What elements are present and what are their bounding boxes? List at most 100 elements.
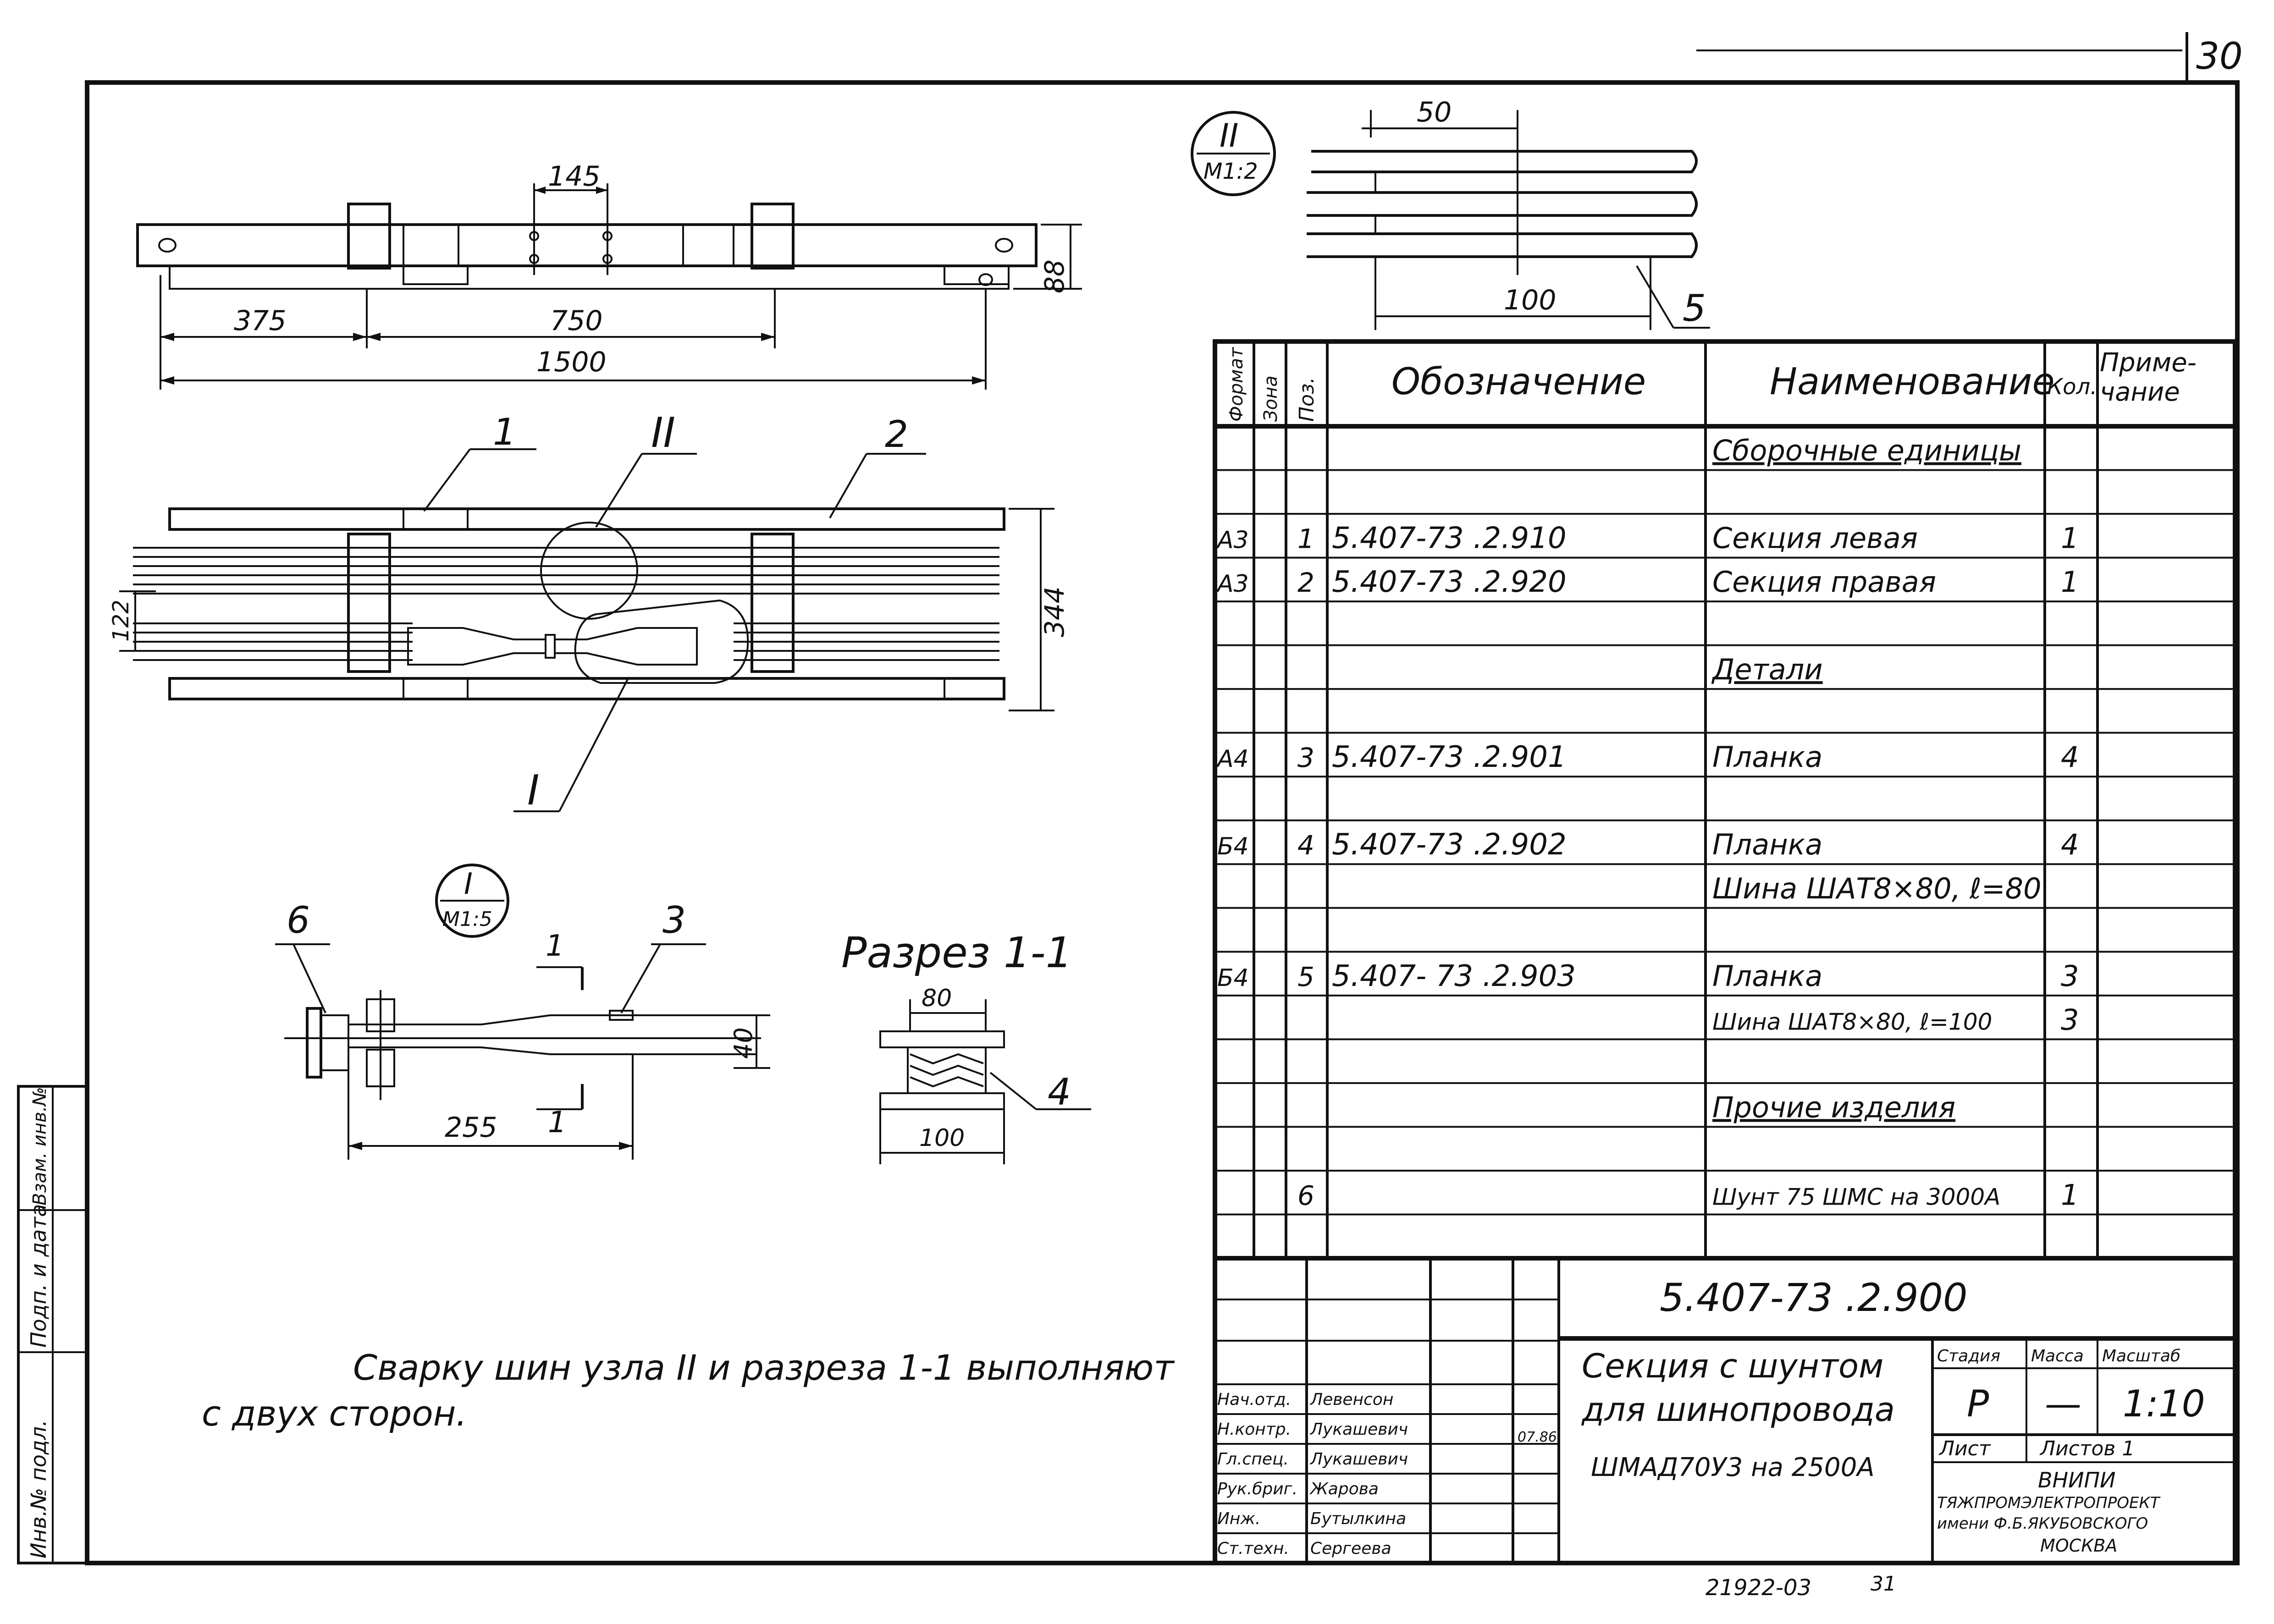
sheet-ref: 31 <box>1871 1572 1896 1596</box>
mass-value: — <box>2045 1382 2081 1425</box>
detail-I-label: I <box>464 867 473 901</box>
dim-80: 80 <box>922 985 952 1012</box>
sheet-frame: 30 <box>85 32 2243 1565</box>
side-stamp-replace: Взам. инв.№ <box>29 1087 50 1206</box>
header-qty: Кол. <box>2047 374 2097 400</box>
detail-II: II M1:2 50 100 5 <box>1191 96 1710 330</box>
header-zone: Зона <box>1260 375 1281 422</box>
callout-2-plan: 2 <box>885 413 908 456</box>
role-name: Жарова <box>1309 1480 1379 1498</box>
row-pos: 1 <box>1297 523 1314 555</box>
row-qty: 1 <box>2061 522 2079 555</box>
org-line4: МОСКВА <box>2040 1536 2117 1556</box>
sheets-label: Листов 1 <box>2039 1437 2135 1460</box>
row-pos: 6 <box>1297 1180 1314 1211</box>
role-title: Ст.техн. <box>1217 1539 1289 1558</box>
role-name: Сергеева <box>1310 1539 1391 1558</box>
row-name: Шина ШАТ8×80, ℓ=80 <box>1712 872 2042 905</box>
row-qty: 3 <box>2061 1003 2079 1036</box>
row-name: Планка <box>1712 959 1822 993</box>
row-name: Планка <box>1712 828 1822 861</box>
dim-375: 375 <box>234 305 287 337</box>
approval-roles: Нач.отд.ЛевенсонН.контр.ЛукашевичГл.спец… <box>1217 1390 1408 1558</box>
dim-750: 750 <box>550 305 603 337</box>
row-format: А3 <box>1216 527 1249 554</box>
note-line1: Сварку шин узла II и разреза 1-1 выполня… <box>353 1347 1175 1388</box>
row-name: Шунт 75 ШМС на 3000А <box>1712 1184 2000 1210</box>
row-format: Б4 <box>1217 833 1249 860</box>
row-format: А3 <box>1216 570 1249 598</box>
row-name: Прочие изделия <box>1712 1090 1955 1124</box>
scale-label: Масштаб <box>2102 1347 2180 1365</box>
detail-I: I M1:5 6 3 1 1 40 255 <box>275 864 770 1160</box>
row-name: Шина ШАТ8×80, ℓ=100 <box>1712 1008 1993 1035</box>
role-name: Лукашевич <box>1309 1450 1408 1469</box>
page-number: 30 <box>2196 35 2243 77</box>
callout-II-plan: II <box>651 409 675 457</box>
role-title: Гл.спец. <box>1217 1450 1289 1469</box>
row-designation: 5.407- 73 .2.903 <box>1332 959 1576 993</box>
row-format: А4 <box>1216 745 1249 773</box>
detail-I-scale: M1:5 <box>442 908 492 931</box>
header-pos: Поз. <box>1295 377 1319 422</box>
row-pos: 3 <box>1297 742 1314 773</box>
role-name: Бутылкина <box>1310 1509 1406 1528</box>
title-line1: Секция с шунтом <box>1582 1347 1883 1385</box>
dim-344: 344 <box>1039 586 1070 637</box>
title-block: 5.407-73 .2.900 Секция с шунтом для шино… <box>1213 1256 2237 1565</box>
row-format: Б4 <box>1217 964 1249 992</box>
archive-number: 21922-03 <box>1706 1575 1811 1601</box>
sheet-label: Лист <box>1938 1437 1991 1460</box>
row-designation: 5.407-73 .2.920 <box>1332 565 1567 599</box>
row-designation: 5.407-73 .2.901 <box>1332 740 1567 774</box>
row-pos: 2 <box>1297 567 1314 598</box>
section-mark-top: 1 <box>546 929 564 963</box>
row-pos: 4 <box>1297 830 1314 861</box>
org-line2: ТЯЖПРОМЭЛЕКТРОПРОЕКТ <box>1937 1494 2161 1512</box>
dim-122: 122 <box>108 600 134 642</box>
section-mark-bottom: 1 <box>548 1106 567 1140</box>
row-qty: 4 <box>2061 828 2079 861</box>
spec-table: Формат Зона Поз. Обозначение Наименовани… <box>1213 339 2237 1261</box>
plan-view: 1 2 II I 122 344 <box>108 409 1070 815</box>
row-qty: 1 <box>2061 1178 2079 1211</box>
side-stamp-sign: Подп. и дата <box>26 1204 51 1348</box>
row-qty: 1 <box>2061 565 2079 599</box>
approval-date: 07.86 <box>1518 1429 1557 1445</box>
row-name: Планка <box>1712 740 1822 774</box>
row-designation: 5.407-73 .2.910 <box>1332 522 1567 556</box>
role-name: Лукашевич <box>1309 1420 1408 1439</box>
role-title: Нач.отд. <box>1217 1390 1291 1409</box>
callout-1-plan: 1 <box>493 411 516 453</box>
section-1-1: Разрез 1-1 80 4 100 <box>841 928 1091 1164</box>
callout-5: 5 <box>1683 287 1706 330</box>
row-name: Секция правая <box>1712 565 1936 599</box>
row-name: Детали <box>1711 653 1823 686</box>
dim-100-section: 100 <box>919 1124 965 1152</box>
row-name: Секция левая <box>1712 522 1918 555</box>
callout-6: 6 <box>287 899 310 941</box>
scale-value: 1:10 <box>2123 1382 2205 1425</box>
callout-4: 4 <box>1048 1071 1071 1113</box>
dim-1500: 1500 <box>536 346 607 378</box>
header-name: Наименование <box>1770 360 2055 403</box>
dim-100-detail: 100 <box>1504 284 1556 316</box>
org-line3: имени Ф.Б.ЯКУБОВСКОГО <box>1937 1514 2148 1533</box>
section-title: Разрез 1-1 <box>841 928 1072 977</box>
header-designation: Обозначение <box>1391 360 1646 403</box>
dim-50: 50 <box>1417 96 1452 128</box>
mass-label: Масса <box>2031 1347 2084 1365</box>
role-title: Н.контр. <box>1217 1420 1291 1439</box>
org-line1: ВНИПИ <box>2038 1468 2116 1492</box>
dim-88: 88 <box>1039 259 1070 293</box>
title-line2: для шинопровода <box>1581 1390 1895 1429</box>
side-stamp-inv: Инв.№ подл. <box>26 1420 51 1558</box>
callout-I-plan: I <box>527 766 540 815</box>
footer: 21922-03 31 <box>1706 1572 1896 1601</box>
dim-40: 40 <box>729 1027 758 1059</box>
callout-3: 3 <box>662 899 686 941</box>
role-title: Инж. <box>1217 1509 1260 1528</box>
document-code: 5.407-73 .2.900 <box>1660 1275 1968 1320</box>
